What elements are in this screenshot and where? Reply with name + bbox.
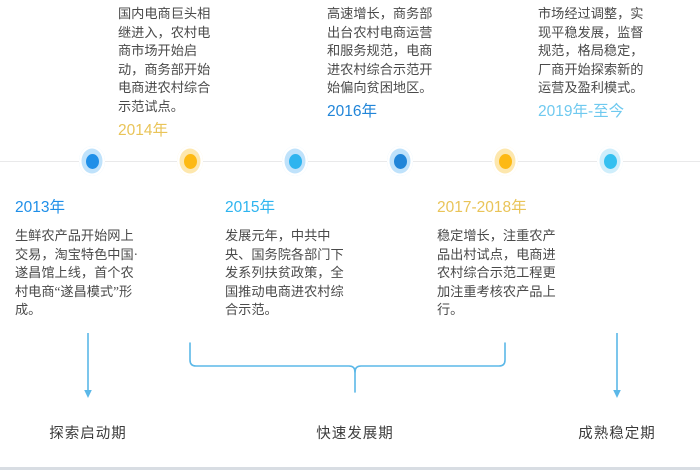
timeline-dot-core [183,153,197,169]
milestone-year-label: 2014年 [118,121,168,139]
phase-label-mature: 成熟稳定期 [578,426,656,442]
timeline-dot-2014[interactable] [177,146,203,176]
phase-arrow-exploration [84,333,92,398]
phase-label-exploration: 探索启动期 [49,426,127,442]
timeline-dot-core [85,153,99,169]
milestone-description: 生鲜农产品开始网上交易，淘宝特色中国·遂昌馆上线，首个农村电商“遂昌模式”形成。 [15,228,139,318]
milestone-year-label: 2019年-至今 [538,102,625,120]
milestone-year-label: 2017-2018年 [437,199,527,216]
timeline-dot-2013[interactable] [79,146,105,176]
timeline-dot-core [393,153,407,169]
milestone-block-2019: 市场经过调整，实现平稳发展，监督规范，格局稳定，厂商开始探索新的运营及盈利模式。… [538,5,648,122]
milestone-year-label: 2013年 [15,199,65,216]
timeline-dot-core [603,153,617,169]
timeline-axis [0,161,700,162]
milestone-description: 发展元年，中共中央、国务院各部门下发系列扶贫政策，全国推动电商进农村综合示范。 [225,228,344,318]
phase-label-rapid-growth: 快速发展期 [316,426,394,442]
milestone-year-label: 2015年 [225,199,275,216]
milestone-block-2016: 高速增长，商务部出台农村电商运营和服务规范，电商进农村综合示范开始偏向贫困地区。… [327,5,437,122]
timeline-dot-2016[interactable] [387,146,413,176]
timeline-dot-2017-2018[interactable] [492,146,518,176]
milestone-block-2014: 国内电商巨头相继进入，农村电商市场开始启动，商务部开始电商进农村综合示范试点。 … [118,5,214,141]
milestone-description: 稳定增长，注重农产品出村试点，电商进农村综合示范工程更加注重考核农产品上行。 [437,228,556,318]
phase-arrow-mature [613,333,621,398]
timeline-dot-2019[interactable] [597,146,623,176]
milestone-description: 市场经过调整，实现平稳发展，监督规范，格局稳定，厂商开始探索新的运营及盈利模式。 [538,6,644,96]
timeline-dot-core [498,153,512,169]
timeline-dot-core [288,153,302,169]
milestone-block-2015: 2015年 发展元年，中共中央、国务院各部门下发系列扶贫政策，全国推动电商进农村… [225,198,349,320]
milestone-year-label: 2016年 [327,102,377,120]
milestone-description: 国内电商巨头相继进入，农村电商市场开始启动，商务部开始电商进农村综合示范试点。 [118,6,211,114]
phase-brace-rapid-growth [189,342,506,393]
milestone-description: 高速增长，商务部出台农村电商运营和服务规范，电商进农村综合示范开始偏向贫困地区。 [327,6,433,96]
milestone-block-2013: 2013年 生鲜农产品开始网上交易，淘宝特色中国·遂昌馆上线，首个农村电商“遂昌… [15,198,139,320]
milestone-block-2017-2018: 2017-2018年 稳定增长，注重农产品出村试点，电商进农村综合示范工程更加注… [437,198,561,320]
timeline-dot-2015[interactable] [282,146,308,176]
